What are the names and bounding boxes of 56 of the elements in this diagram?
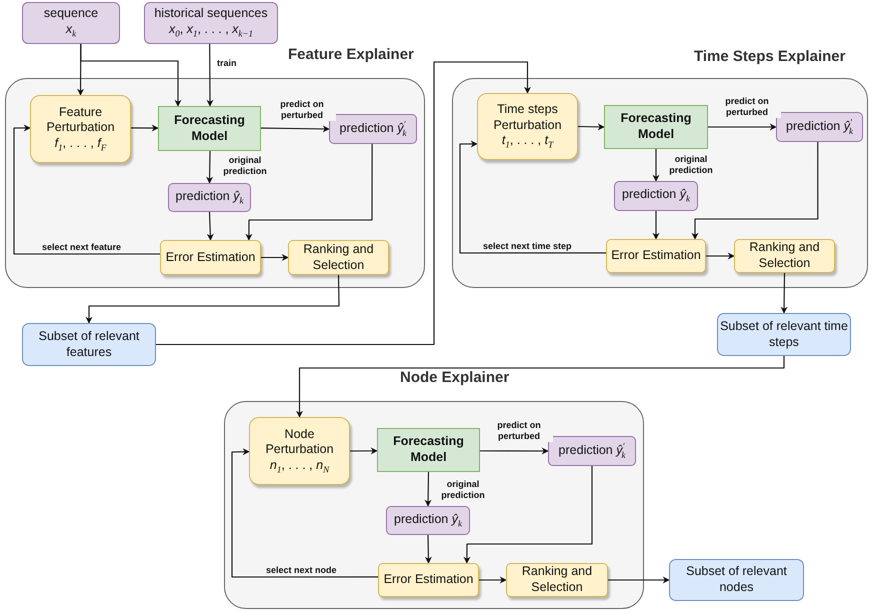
prediction-box: prediction ŷ$_{k}$ (168, 183, 251, 212)
arrow (652, 211, 660, 240)
arrow (479, 576, 507, 584)
arrow (261, 125, 330, 132)
perturbation-box: Feature Perturbation f$_{1}$, . . . , f$_{F}$ (30, 95, 131, 163)
output-box: Subset of relevant nodes (669, 559, 804, 601)
arrow (463, 466, 593, 564)
process-box: Error Estimation (160, 240, 261, 275)
process-box: Ranking and Selection (506, 563, 608, 597)
edge-label: select next feature (41, 242, 122, 253)
process-box: Ranking and Selection (734, 239, 835, 273)
arrow (692, 142, 818, 240)
process-box: Error Estimation (378, 563, 479, 597)
process-box: Error Estimation (606, 239, 706, 273)
arrow (231, 448, 378, 578)
arrow (480, 448, 549, 454)
panel-title: Time Steps Explainer (694, 48, 846, 65)
process-box: Ranking and Selection (288, 240, 389, 275)
arrow (131, 124, 159, 132)
arrow (13, 124, 160, 255)
output-box: Subset of relevant features (22, 323, 156, 366)
arrow (245, 144, 373, 241)
arrow (206, 151, 214, 184)
arrow (206, 212, 214, 241)
arrow (80, 44, 182, 107)
edge-label: select next time step (482, 241, 573, 252)
output-box: Subset of relevant time steps (717, 313, 851, 356)
arrow (578, 123, 605, 130)
arrow (652, 149, 660, 182)
input-box: sequence x$_{k}$ (22, 2, 120, 44)
arrow (86, 275, 340, 324)
arrow (708, 124, 777, 130)
model-box: Forecasting Model (604, 105, 708, 149)
arrow (206, 44, 214, 107)
arrow (608, 576, 670, 584)
arrow (77, 44, 84, 96)
edge-label: train (216, 58, 238, 69)
arrow (424, 472, 432, 507)
perturbation-box: Time steps Perturbation t$_{1}$, . . . , t$_{T}$ (477, 93, 578, 160)
arrow (156, 61, 531, 346)
perturbation-box: Node Perturbation n$_{1}$, . . . , n$_{N}$ (249, 417, 350, 485)
edge-label: select next node (265, 565, 338, 576)
arrow (780, 273, 788, 314)
arrow (261, 254, 289, 261)
arrow (296, 356, 785, 418)
model-box: Forecasting Model (158, 106, 261, 151)
arrow (350, 447, 378, 454)
prediction-box: prediction ŷ$_{k}$ (386, 506, 470, 535)
arrow (706, 252, 735, 260)
prediction-box: prediction ŷ$_{k}$ (614, 181, 698, 211)
panel-title: Node Explainer (400, 369, 510, 386)
model-box: Forecasting Model (377, 428, 480, 472)
input-box: historical sequences x$_{0}$, x$_{1}$, . . . , x$_{k−1}$ (144, 2, 278, 44)
arrow (424, 535, 432, 564)
panel-title: Feature Explainer (288, 46, 414, 63)
arrow (459, 140, 606, 254)
